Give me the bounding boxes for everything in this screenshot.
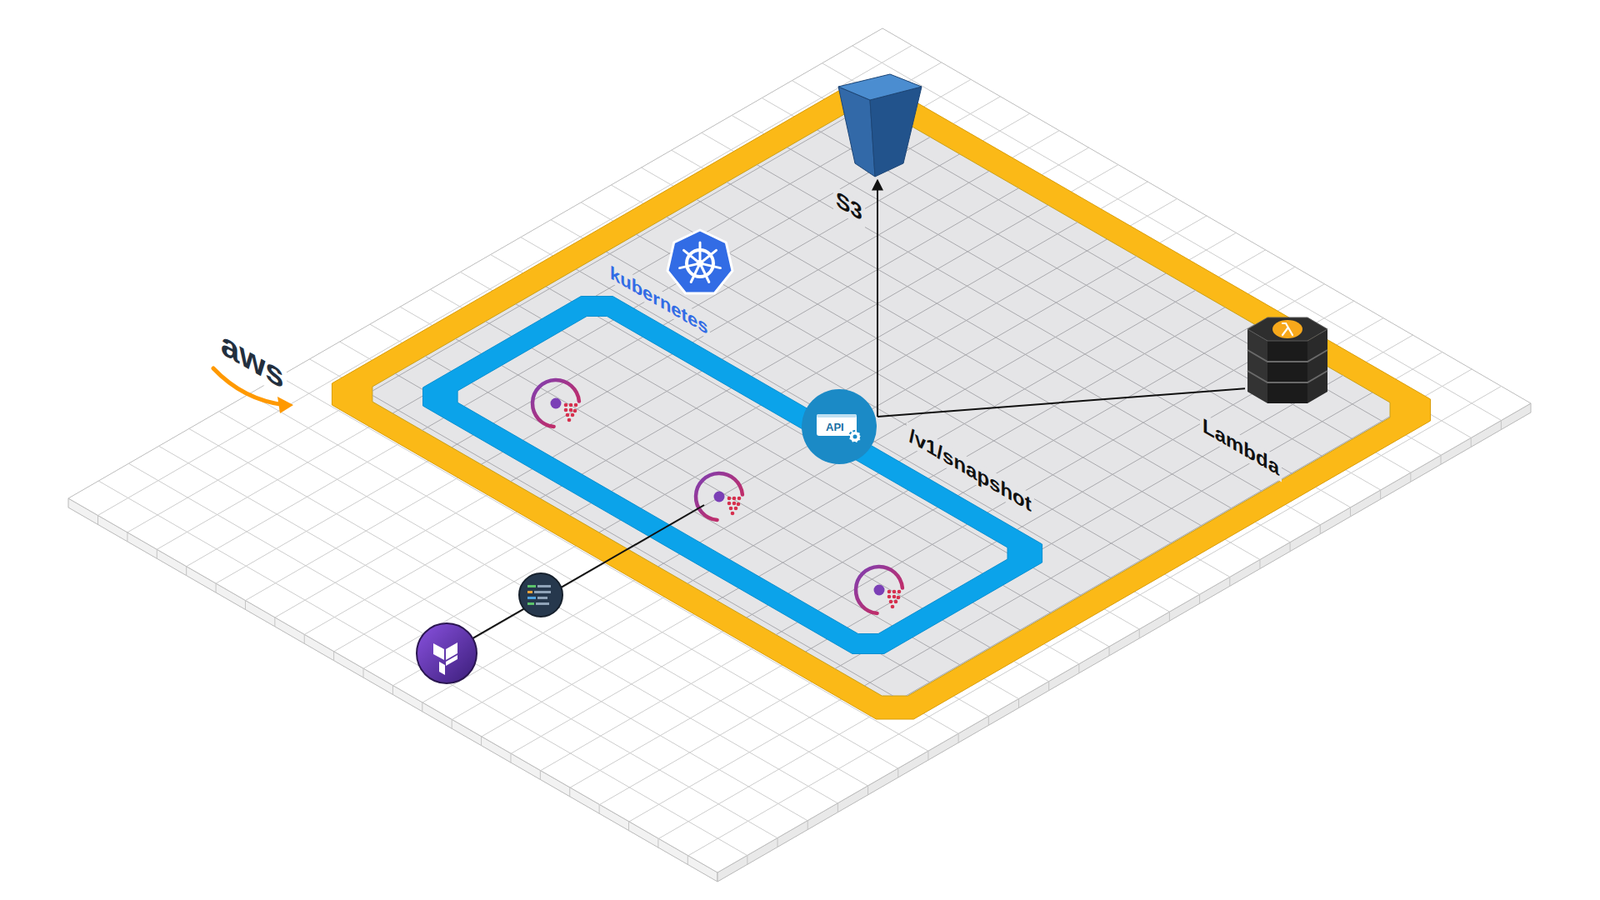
label-anchor: /v1/snapshot <box>906 421 1035 445</box>
lambda-function: Lambda <box>1245 313 1330 405</box>
aws-smile-head <box>277 396 294 414</box>
provider-logo-text: aws <box>218 320 287 399</box>
terraform-icon <box>416 623 477 684</box>
connector <box>876 180 879 417</box>
kubernetes-cluster-shape <box>420 294 1045 655</box>
label-anchor: aws <box>218 320 287 360</box>
aws-region: awsS3kubernetesAPI/v1/snapshotLambda <box>330 83 1433 721</box>
label-anchor: API <box>823 419 847 435</box>
service-label: S3 <box>833 185 865 229</box>
label-anchor: kubernetes <box>607 260 710 281</box>
lambda-function-shape <box>1245 313 1330 405</box>
aws-region-shape <box>330 83 1433 721</box>
api-gateway: API/v1/snapshot <box>800 388 878 465</box>
s3-bucket: S3 <box>833 72 922 180</box>
log-icon <box>519 573 563 617</box>
ground-top <box>68 28 1531 873</box>
grid-lines <box>98 45 1503 865</box>
label-anchor: Lambda <box>1200 411 1282 435</box>
s3-bucket-shape <box>833 72 922 180</box>
endpoint-label: /v1/snapshot <box>906 421 1035 519</box>
kubernetes-cluster: kubernetesAPI/v1/snapshot <box>420 294 1045 655</box>
label-anchor: S3 <box>833 185 865 210</box>
cluster-label: kubernetes <box>607 260 710 341</box>
api-icon-text: API <box>823 421 847 435</box>
service-label: Lambda <box>1200 411 1282 482</box>
